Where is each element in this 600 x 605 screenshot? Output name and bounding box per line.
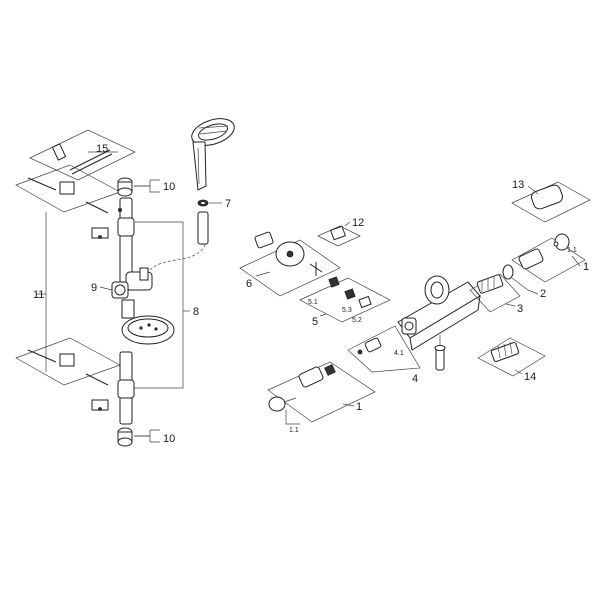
callout-5-2: 5.2 xyxy=(352,317,362,324)
part-7-washer: 7 xyxy=(197,198,231,245)
upper-wall-bracket xyxy=(15,164,121,239)
shower-rail-assembly: 15 10 8 xyxy=(15,118,235,447)
callout-1-1-left: 1.1 xyxy=(289,427,299,434)
part-13-cartridge: 13 xyxy=(511,179,591,223)
part-4-pin xyxy=(434,345,446,371)
rail-upper xyxy=(117,197,135,291)
part-14-fitting-set: 14 xyxy=(477,337,546,383)
part-4-connector: 4.1 4 xyxy=(347,325,421,385)
lower-wall-bracket xyxy=(15,337,121,411)
callout-15: 15 xyxy=(96,143,108,155)
callout-4-1: 4.1 xyxy=(394,350,404,357)
callout-2: 2 xyxy=(540,288,546,300)
rail-lower xyxy=(117,351,135,425)
mixer-body xyxy=(397,275,481,351)
part-12-fitting: 12 xyxy=(317,217,364,247)
soap-dish xyxy=(121,299,175,345)
callout-14: 14 xyxy=(524,371,536,383)
thermostat-assembly: 13 12 6 5.1 5.3 5.2 xyxy=(239,179,591,434)
part-5-screw-set: 5.1 5.3 5.2 5 xyxy=(299,276,391,328)
part-15-tray-plate: 15 xyxy=(29,129,136,181)
callout-6: 6 xyxy=(246,278,252,290)
part-1-left-handle: 1 1.1 xyxy=(267,361,376,434)
part-2-ring: 2 xyxy=(502,264,546,300)
part-10-top-cap: 10 xyxy=(117,177,175,197)
callout-11: 11 xyxy=(33,289,44,301)
callout-4: 4 xyxy=(412,373,418,385)
callout-10-bottom: 10 xyxy=(163,433,175,445)
part-10-bottom-cap: 10 xyxy=(117,427,175,447)
part-1-right-handle: 1 1.1 xyxy=(511,233,589,283)
callout-1-right: 1 xyxy=(583,261,589,273)
callout-1-left: 1 xyxy=(356,401,362,413)
part-3-check-valve: 3 xyxy=(469,273,523,315)
callout-12: 12 xyxy=(352,217,364,229)
callout-5-3: 5.3 xyxy=(342,307,352,314)
callout-1-1-right: 1.1 xyxy=(567,247,577,254)
part-6-handle: 6 xyxy=(239,231,341,297)
hand-shower xyxy=(191,118,235,191)
callout-3: 3 xyxy=(517,303,523,315)
callout-7: 7 xyxy=(225,198,231,210)
callout-9: 9 xyxy=(91,282,97,294)
callout-13: 13 xyxy=(512,179,524,191)
callout-5-1: 5.1 xyxy=(308,299,318,306)
callout-5: 5 xyxy=(312,316,318,328)
callout-10-top: 10 xyxy=(163,181,175,193)
callout-8: 8 xyxy=(193,306,199,318)
part-9-slider: 9 xyxy=(91,267,153,299)
